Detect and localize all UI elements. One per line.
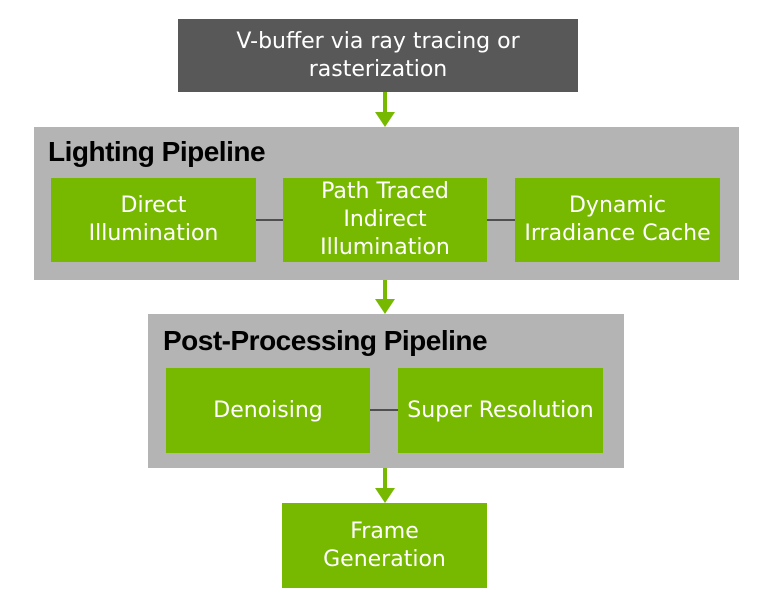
arrow-down-icon [375, 280, 395, 314]
stage-super-resolution: Super Resolution [398, 368, 603, 453]
lighting-pipeline-title: Lighting Pipeline [48, 136, 266, 167]
lighting-pipeline-group: Lighting Pipeline Direct Illumination Pa… [34, 127, 739, 280]
stage-label: Path Traced Indirect Illumination [320, 179, 450, 260]
arrow-head [375, 112, 395, 127]
arrow-down-icon [375, 92, 395, 127]
connector-line [487, 219, 515, 221]
arrow-stem [383, 92, 387, 112]
arrow-head [375, 299, 395, 314]
stage-label: Direct Illumination [88, 193, 219, 246]
arrow-stem [383, 468, 387, 488]
post-processing-pipeline-group: Post-Processing Pipeline Denoising Super… [148, 314, 624, 468]
arrow-head [375, 488, 395, 503]
stage-direct-illumination: Direct Illumination [51, 178, 256, 262]
frame-generation-node: Frame Generation [282, 503, 487, 588]
stage-label: Dynamic Irradiance Cache [524, 193, 711, 246]
arrow-down-icon [375, 468, 395, 503]
vbuffer-node: V-buffer via ray tracing or rasterizatio… [178, 19, 578, 92]
arrow-stem [383, 280, 387, 299]
stage-denoising: Denoising [166, 368, 370, 453]
stage-label: Denoising [213, 397, 323, 423]
stage-path-traced-indirect-illumination: Path Traced Indirect Illumination [283, 178, 487, 262]
vbuffer-node-label: V-buffer via ray tracing or rasterizatio… [236, 28, 520, 82]
post-processing-pipeline-title: Post-Processing Pipeline [163, 325, 488, 356]
connector-line [370, 409, 398, 411]
stage-dynamic-irradiance-cache: Dynamic Irradiance Cache [515, 178, 720, 262]
connector-line [256, 219, 283, 221]
frame-generation-node-label: Frame Generation [323, 518, 446, 572]
stage-label: Super Resolution [407, 397, 594, 423]
